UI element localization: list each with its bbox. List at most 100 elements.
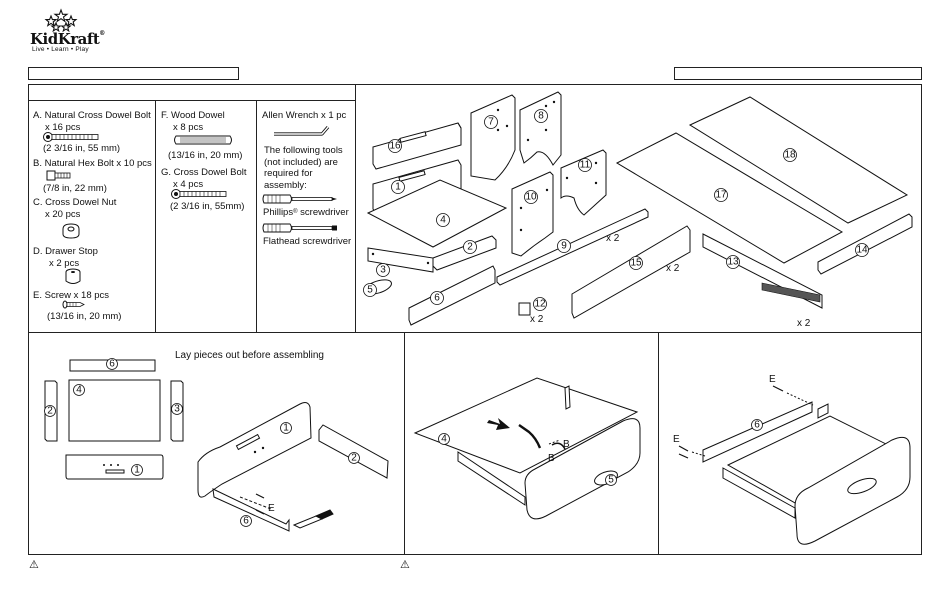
step1-assembly-6: 6 [243, 516, 249, 527]
hex-bolt-icon [46, 170, 71, 181]
allen-wrench-label: Allen Wrench x 1 pc [262, 110, 347, 121]
hardware-a-size: (2 3/16 in, 55 mm) [43, 143, 121, 154]
qty-part-12: x 2 [530, 314, 544, 325]
step1-diagram: 6 4 2 3 1 1 2 6 E [44, 358, 389, 532]
step1-part-1: 1 [134, 465, 140, 476]
part-label-13: 13 [727, 257, 739, 268]
parts-diagram [364, 91, 913, 326]
step3-label-e1: E [769, 374, 776, 385]
part-label-6: 6 [434, 293, 440, 304]
part-12-block [518, 302, 531, 316]
hardware-e: E. Screw x 18 pcs [33, 290, 110, 301]
col-divider-1 [155, 100, 156, 332]
part-8-panel [519, 91, 562, 166]
drawer-stop-icon [65, 268, 81, 284]
header-box-right [674, 67, 922, 80]
frame-mid-rule [28, 332, 922, 333]
part-label-5: 5 [367, 285, 373, 296]
part-11-panel [560, 149, 607, 216]
warning-icon: ⚠ [29, 558, 39, 571]
kidkraft-logo: KidKraft® Live • Learn • Play [28, 6, 105, 58]
part-label-12: 12 [534, 299, 546, 310]
part-17-panel [615, 132, 844, 264]
part-label-2: 2 [467, 242, 473, 253]
hardware-d: D. Drawer Stop x 2 pcs [33, 246, 98, 269]
hardware-f: F. Wood Dowel x 8 pcs [161, 110, 225, 133]
step2-part-5: 5 [608, 475, 614, 486]
step1-part-2: 2 [47, 406, 53, 417]
step1-part-6: 6 [109, 359, 115, 370]
part-4-panel [366, 179, 508, 248]
qty-part-13: x 2 [797, 318, 811, 329]
part-label-9: 9 [561, 241, 567, 252]
step3-diagram: 6 E E [673, 374, 911, 545]
step1-part-3: 3 [174, 404, 180, 415]
frame-top-rule [28, 100, 355, 101]
part-3-rail [367, 247, 434, 273]
qty-part-9: x 2 [606, 233, 620, 244]
phillips-label: Phillips® screwdriver [263, 207, 349, 218]
flathead-screwdriver-icon [262, 223, 337, 233]
part-label-11: 11 [580, 160, 591, 171]
step-divider-2 [658, 332, 659, 555]
cross-dowel-bolt-g-icon [171, 189, 227, 199]
col-divider-2 [256, 100, 257, 332]
hardware-c: C. Cross Dowel Nut x 20 pcs [33, 197, 117, 220]
hardware-f-size: (13/16 in, 20 mm) [168, 150, 243, 161]
flathead-label: Flathead screwdriver [263, 236, 352, 247]
step1-label-e: E [268, 503, 275, 514]
part-15-rail [571, 225, 691, 319]
hardware-b-size: (7/8 in, 22 mm) [43, 183, 107, 194]
part-label-7: 7 [488, 117, 494, 128]
part-label-4: 4 [440, 215, 446, 226]
wood-dowel-icon [174, 135, 232, 145]
part-10-panel [511, 171, 554, 257]
step1-part-4: 4 [76, 385, 82, 396]
qty-part-15: x 2 [666, 263, 680, 274]
warning-icon: ⚠ [400, 558, 410, 571]
hardware-e-size: (13/16 in, 20 mm) [47, 311, 122, 322]
part-18-panel [688, 96, 909, 224]
header-box-left [28, 67, 239, 80]
part-label-15: 15 [630, 258, 642, 269]
part-label-14: 14 [856, 245, 868, 256]
step2-part-4: 4 [441, 434, 447, 445]
cross-dowel-bolt-icon [43, 132, 99, 142]
hardware-a: A. Natural Cross Dowel Bolt x 16 pcs [33, 110, 151, 133]
part-label-10: 10 [525, 192, 537, 203]
cross-dowel-nut-icon [62, 223, 80, 239]
hardware-b: B. Natural Hex Bolt x 10 pcs [33, 158, 152, 169]
part-label-17: 17 [715, 190, 727, 201]
step1-assembly-2: 2 [351, 453, 357, 464]
part-6-rail [408, 265, 496, 326]
brand-name: KidKraft® [30, 30, 105, 48]
step-divider-1 [404, 332, 405, 555]
direction-arrow-icon [487, 418, 510, 430]
screw-icon [62, 300, 85, 309]
step2-label-b1: B [563, 439, 570, 450]
step2-label-b2: B [548, 453, 555, 464]
hardware-g: G. Cross Dowel Bolt x 4 pcs [161, 167, 247, 190]
part-label-3: 3 [380, 265, 386, 276]
part-9-rail [496, 208, 649, 286]
stars-icon [44, 8, 78, 33]
col-divider-3 [355, 84, 356, 332]
step2-diagram: 4 5 B B [413, 377, 641, 520]
part-label-8: 8 [538, 111, 544, 122]
brand-tagline: Live • Learn • Play [32, 46, 89, 53]
step1-assembly-1: 1 [283, 423, 289, 434]
phillips-screwdriver-icon [262, 194, 337, 204]
part-16-panel [372, 122, 462, 170]
tools-note: The following tools (not included) are r… [264, 145, 343, 191]
hardware-g-size: (2 3/16 in, 55mm) [170, 201, 245, 212]
part-label-16: 16 [389, 141, 401, 152]
step3-part-6: 6 [754, 420, 760, 431]
part-label-1: 1 [395, 182, 401, 193]
part-label-18: 18 [784, 150, 796, 161]
allen-wrench-icon [274, 125, 330, 136]
step1-instruction: Lay pieces out before assembling [175, 350, 324, 361]
step3-label-e2: E [673, 434, 680, 445]
instruction-sheet-frame [28, 84, 922, 555]
part-7-panel [470, 94, 516, 181]
